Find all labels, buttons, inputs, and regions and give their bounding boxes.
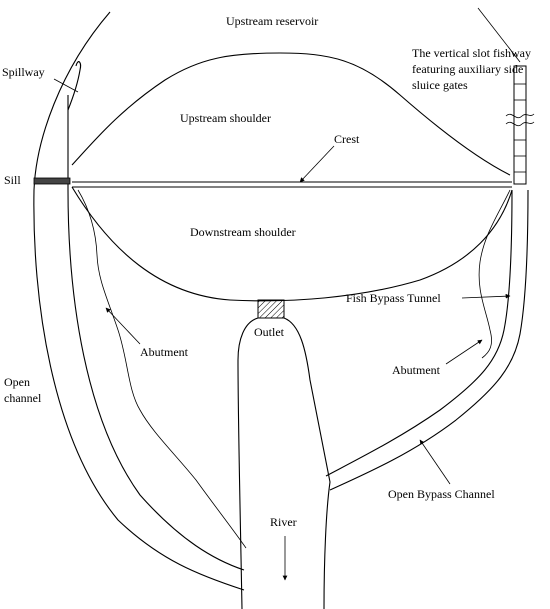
fish-bypass-tunnel-leader: [461, 293, 511, 299]
sill-band: [33, 177, 71, 185]
spillway-shape: [67, 61, 82, 111]
label-upstream-shoulder: Upstream shoulder: [180, 111, 271, 125]
outlet-block: [257, 299, 285, 319]
fishway-leader-line: [477, 7, 521, 63]
open-channel-outer-edge: [33, 11, 245, 591]
label-open-channel-2: channel: [4, 391, 42, 405]
abutment-right-leader: [445, 339, 483, 365]
label-sill: Sill: [4, 173, 21, 187]
upstream-shoulder-shape: [71, 52, 511, 176]
label-open-bypass-channel: Open Bypass Channel: [388, 487, 495, 501]
label-river: River: [270, 515, 297, 529]
label-fishway-3: sluice gates: [412, 78, 468, 92]
river-right-bank: [283, 317, 331, 609]
abutment-left-outline: [77, 189, 247, 549]
label-abutment-left: Abutment: [140, 345, 189, 359]
bypass-channel-outer-edge: [329, 189, 529, 491]
label-abutment-right: Abutment: [392, 363, 441, 377]
open-channel-inner-edge: [67, 95, 245, 571]
open-bypass-channel-leader: [419, 439, 451, 485]
label-downstream-shoulder: Downstream shoulder: [190, 225, 296, 239]
label-fish-bypass-tunnel: Fish Bypass Tunnel: [346, 291, 441, 305]
label-upstream-reservoir: Upstream reservoir: [226, 14, 318, 28]
label-fishway-2: featuring auxiliary side: [412, 62, 523, 76]
label-spillway: Spillway: [2, 65, 45, 79]
label-open-channel-1: Open: [4, 375, 30, 389]
abutment-left-leader: [105, 307, 141, 345]
spillway-leader: [53, 78, 79, 93]
label-crest: Crest: [334, 132, 360, 146]
fishway-break-symbol: [505, 113, 535, 119]
downstream-shoulder-shape: [71, 186, 513, 302]
abutment-right-outline: [478, 189, 511, 359]
label-outlet: Outlet: [254, 325, 285, 339]
label-fishway-1: The vertical slot fishway: [412, 46, 531, 60]
crest-leader-arrow: [299, 145, 335, 183]
river-left-bank: [237, 317, 259, 609]
bypass-channel-inner-edge: [325, 189, 513, 477]
